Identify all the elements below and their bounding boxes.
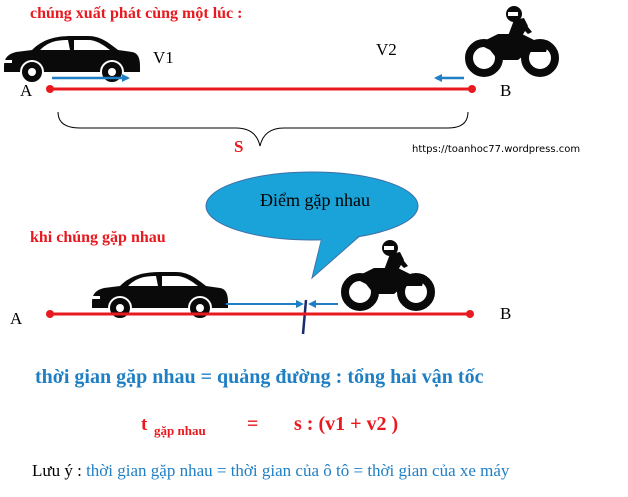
heading-start: chúng xuất phát cùng một lúc :	[30, 5, 243, 22]
label-b-top: B	[500, 81, 512, 100]
note-line: Lưu ý : thời gian gặp nhau = thời gian c…	[32, 462, 509, 479]
point-a-bottom	[46, 310, 54, 318]
car-icon	[3, 35, 141, 84]
label-v1: V1	[153, 48, 174, 67]
point-b-top	[468, 85, 476, 93]
formula-rhs: s : (v1 + v2 )	[294, 413, 399, 435]
label-b-bottom: B	[500, 304, 512, 323]
motorbike-icon	[345, 240, 431, 307]
distance-brace	[57, 111, 469, 147]
point-b-bottom	[466, 310, 474, 318]
callout-bubble	[205, 171, 419, 280]
website-url: https://toanhoc77.wordpress.com	[412, 144, 581, 155]
formula-main: thời gian gặp nhau = quảng đường : tổng …	[35, 366, 484, 388]
motorbike-icon	[469, 6, 555, 73]
label-a-bottom: A	[10, 309, 23, 328]
label-a-top: A	[20, 81, 33, 100]
label-distance-s: S	[234, 137, 244, 156]
meeting-point-marker	[301, 299, 308, 335]
note-label: Lưu ý :	[32, 461, 87, 480]
formula-equals: =	[247, 413, 259, 435]
point-a-top	[46, 85, 54, 93]
formula-t: t	[141, 414, 148, 435]
label-v2: V2	[376, 40, 397, 59]
heading-meet: khi chúng gặp nhau	[30, 229, 166, 246]
formula-t-subscript: gặp nhau	[154, 423, 206, 438]
car-icon	[91, 271, 229, 320]
callout-text: Điểm gặp nhau	[260, 190, 370, 210]
note-text: thời gian gặp nhau = thời gian của ô tô …	[86, 461, 510, 480]
